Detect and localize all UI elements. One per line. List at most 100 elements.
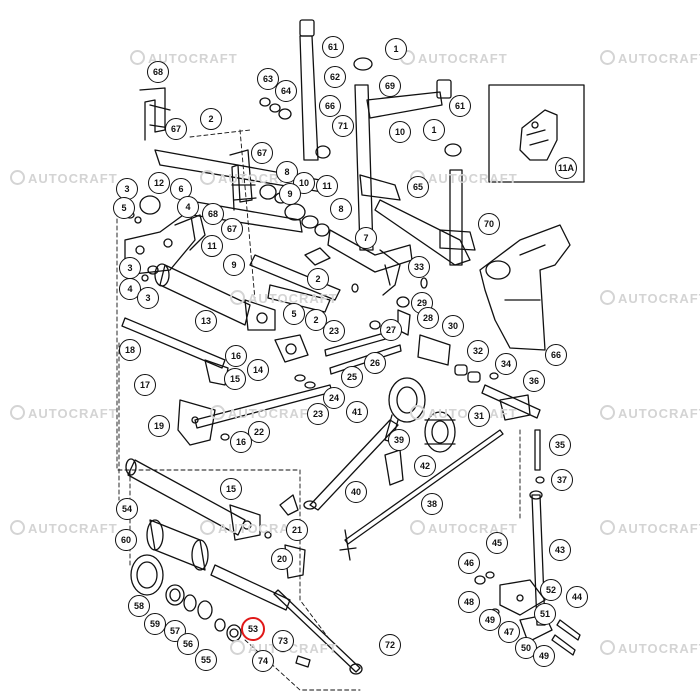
part-callout-68[interactable]: 68 <box>202 203 224 225</box>
watermark-label: AUTOCRAFT <box>428 171 518 186</box>
part-callout-55[interactable]: 55 <box>195 649 217 671</box>
part-callout-28[interactable]: 28 <box>417 307 439 329</box>
watermark-text: AUTOCRAFT <box>210 405 318 421</box>
part-callout-49[interactable]: 49 <box>479 609 501 631</box>
inset-callout[interactable]: 11A <box>555 157 577 179</box>
spur-gear <box>424 411 456 453</box>
part-callout-60[interactable]: 60 <box>115 529 137 551</box>
part-callout-47[interactable]: 47 <box>498 621 520 643</box>
part-callout-39[interactable]: 39 <box>388 429 410 451</box>
part-callout-40[interactable]: 40 <box>345 481 367 503</box>
part-callout-65[interactable]: 65 <box>407 176 429 198</box>
part-callout-23[interactable]: 23 <box>323 320 345 342</box>
part-callout-44[interactable]: 44 <box>566 586 588 608</box>
part-callout-25[interactable]: 25 <box>341 366 363 388</box>
part-callout-3[interactable]: 3 <box>137 287 159 309</box>
part-callout-20[interactable]: 20 <box>271 548 293 570</box>
part-callout-41[interactable]: 41 <box>346 401 368 423</box>
part-callout-2[interactable]: 2 <box>307 268 329 290</box>
part-callout-26[interactable]: 26 <box>364 352 386 374</box>
part-callout-69[interactable]: 69 <box>379 75 401 97</box>
part-callout-58[interactable]: 58 <box>128 595 150 617</box>
part-callout-36[interactable]: 36 <box>523 370 545 392</box>
part-callout-54[interactable]: 54 <box>116 498 138 520</box>
part-callout-8[interactable]: 8 <box>330 198 352 220</box>
part-callout-32[interactable]: 32 <box>467 340 489 362</box>
part-callout-37[interactable]: 37 <box>551 469 573 491</box>
part-callout-18[interactable]: 18 <box>119 339 141 361</box>
part-callout-48[interactable]: 48 <box>458 591 480 613</box>
part-callout-72[interactable]: 72 <box>379 634 401 656</box>
part-callout-74[interactable]: 74 <box>252 650 274 672</box>
watermark-logo-icon <box>10 405 25 420</box>
part-callout-46[interactable]: 46 <box>458 552 480 574</box>
part-callout-9[interactable]: 9 <box>223 254 245 276</box>
part-callout-22[interactable]: 22 <box>248 421 270 443</box>
watermark-logo-icon <box>410 405 425 420</box>
part-callout-16[interactable]: 16 <box>230 431 252 453</box>
part-callout-19[interactable]: 19 <box>148 415 170 437</box>
part-callout-53[interactable]: 53 <box>241 617 265 641</box>
part-callout-34[interactable]: 34 <box>495 353 517 375</box>
part-callout-24[interactable]: 24 <box>323 387 345 409</box>
part-callout-23[interactable]: 23 <box>307 403 329 425</box>
part-callout-61[interactable]: 61 <box>449 95 471 117</box>
part-callout-11[interactable]: 11 <box>201 235 223 257</box>
part-callout-9[interactable]: 9 <box>279 183 301 205</box>
part-callout-59[interactable]: 59 <box>144 613 166 635</box>
part-callout-52[interactable]: 52 <box>540 579 562 601</box>
part-callout-33[interactable]: 33 <box>408 256 430 278</box>
part-callout-42[interactable]: 42 <box>414 455 436 477</box>
part-callout-35[interactable]: 35 <box>549 434 571 456</box>
part-callout-67[interactable]: 67 <box>165 118 187 140</box>
part-callout-66[interactable]: 66 <box>319 95 341 117</box>
part-callout-2[interactable]: 2 <box>305 309 327 331</box>
vertical-rod <box>529 490 546 626</box>
part-callout-13[interactable]: 13 <box>195 310 217 332</box>
part-callout-63[interactable]: 63 <box>257 68 279 90</box>
part-callout-67[interactable]: 67 <box>251 142 273 164</box>
part-callout-49[interactable]: 49 <box>533 645 555 667</box>
part-callout-10[interactable]: 10 <box>389 121 411 143</box>
part-callout-73[interactable]: 73 <box>272 630 294 652</box>
part-callout-62[interactable]: 62 <box>324 66 346 88</box>
part-callout-5[interactable]: 5 <box>113 197 135 219</box>
part-callout-61[interactable]: 61 <box>322 36 344 58</box>
watermark-logo-icon <box>600 50 615 65</box>
part-callout-67[interactable]: 67 <box>221 218 243 240</box>
part-callout-15[interactable]: 15 <box>220 478 242 500</box>
part-callout-4[interactable]: 4 <box>177 196 199 218</box>
part-callout-56[interactable]: 56 <box>177 633 199 655</box>
part-callout-66[interactable]: 66 <box>545 344 567 366</box>
part-callout-31[interactable]: 31 <box>468 405 490 427</box>
part-callout-17[interactable]: 17 <box>134 374 156 396</box>
part-callout-68[interactable]: 68 <box>147 61 169 83</box>
right-shaft-assembly <box>481 384 545 484</box>
part-callout-71[interactable]: 71 <box>332 115 354 137</box>
inset-detail-box <box>488 84 585 183</box>
part-callout-2[interactable]: 2 <box>200 108 222 130</box>
part-callout-51[interactable]: 51 <box>534 603 556 625</box>
part-callout-64[interactable]: 64 <box>275 80 297 102</box>
part-callout-12[interactable]: 12 <box>148 172 170 194</box>
part-callout-43[interactable]: 43 <box>549 539 571 561</box>
part-callout-1[interactable]: 1 <box>423 119 445 141</box>
part-callout-11[interactable]: 11 <box>316 175 338 197</box>
part-callout-21[interactable]: 21 <box>286 519 308 541</box>
part-callout-70[interactable]: 70 <box>478 213 500 235</box>
part-callout-15[interactable]: 15 <box>224 368 246 390</box>
part-callout-16[interactable]: 16 <box>225 345 247 367</box>
part-callout-38[interactable]: 38 <box>421 493 443 515</box>
part-callout-14[interactable]: 14 <box>247 359 269 381</box>
part-callout-45[interactable]: 45 <box>486 532 508 554</box>
part-callout-1[interactable]: 1 <box>385 38 407 60</box>
watermark-text: AUTOCRAFT <box>10 170 118 186</box>
part-callout-30[interactable]: 30 <box>442 315 464 337</box>
cross-tube <box>154 263 276 331</box>
part-callout-5[interactable]: 5 <box>283 303 305 325</box>
part-callout-8[interactable]: 8 <box>276 161 298 183</box>
part-callout-7[interactable]: 7 <box>355 227 377 249</box>
part-callout-3[interactable]: 3 <box>119 257 141 279</box>
tie-rod <box>339 429 504 561</box>
part-callout-27[interactable]: 27 <box>380 319 402 341</box>
